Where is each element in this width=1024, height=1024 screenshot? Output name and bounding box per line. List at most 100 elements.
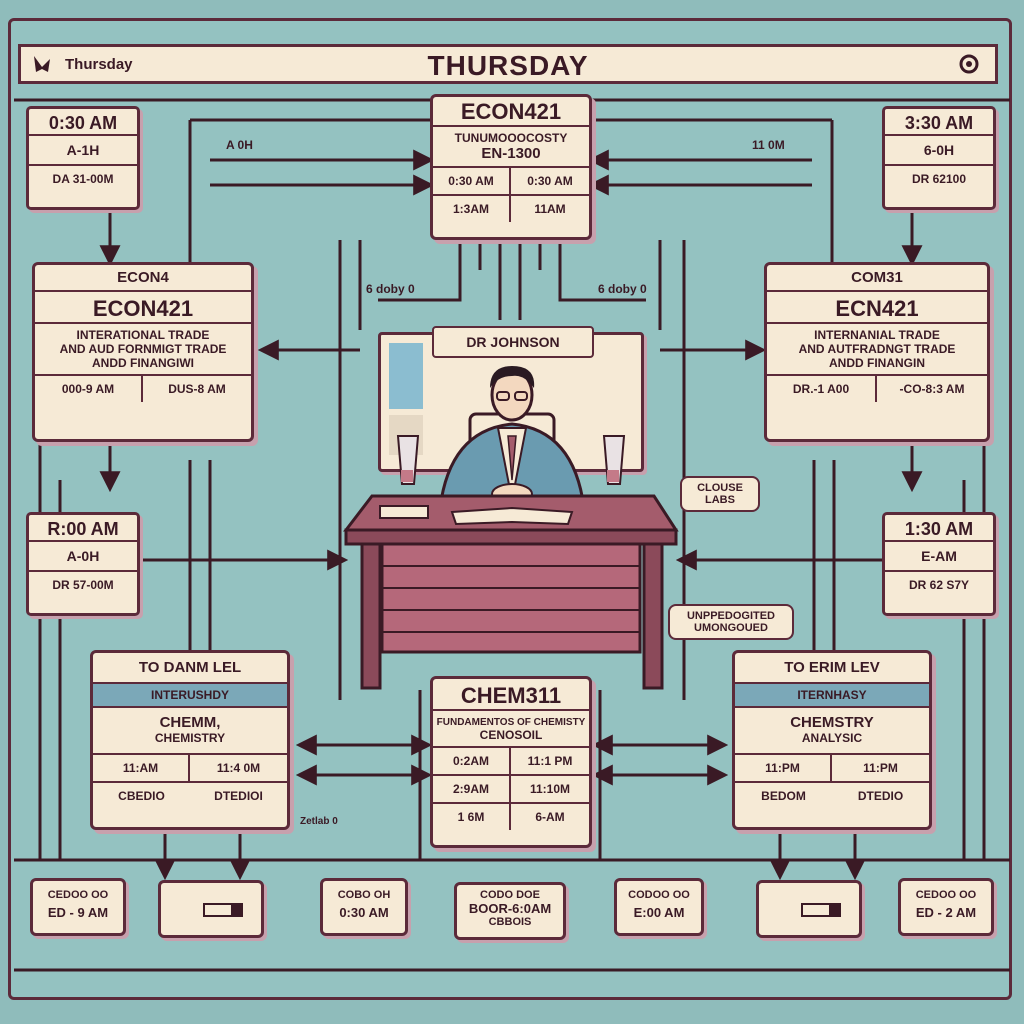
card-band: INTERUSHDY <box>93 682 287 706</box>
page-title: THURSDAY <box>427 50 589 81</box>
time-cell: -CO-8:3 AM <box>899 382 965 396</box>
time-cell: 0:30 AM <box>527 174 573 188</box>
time-cell: DUS-8 AM <box>168 382 226 396</box>
flow-label-left: 6 doby 0 <box>366 282 415 296</box>
time-cell: 0:2AM <box>433 748 511 774</box>
slot-line: CEDOO OO <box>915 889 977 901</box>
bottom-slot-7[interactable]: CEDOO OO ED - 2 AM <box>898 878 994 936</box>
course-code: CHEM311 <box>460 683 562 708</box>
lab-label-left: Zetlab 0 <box>300 816 338 827</box>
slot-line: COBO OH <box>337 889 391 901</box>
course-subtitle: FUNDAMENTOS OF CHEMISTY <box>433 709 589 728</box>
slot-line: CEDOO OO <box>47 889 109 901</box>
document-icon <box>801 903 841 917</box>
slot-time: R:00 AM <box>47 519 119 539</box>
professor-nameplate: DR JOHNSON <box>432 326 594 358</box>
course-card-chem-left[interactable]: TO DANM LEL INTERUSHDY CHEMM, CHEMISTRY … <box>90 650 290 830</box>
slot-room: DA 31-00M <box>52 172 114 186</box>
app-logo-icon <box>34 56 50 72</box>
course-code: ECN421 <box>767 290 987 322</box>
time-slot-top-left[interactable]: 0:30 AM A-1H DA 31-00M <box>26 106 140 210</box>
time-cell: 1 6M <box>433 804 511 830</box>
time-slot-mid-right[interactable]: 1:30 AM E-AM DR 62 S7Y <box>882 512 996 616</box>
slot-line: CODO DOE <box>480 889 540 901</box>
title-bar: Thursday THURSDAY <box>18 44 998 84</box>
course-card-chem-right[interactable]: TO ERIM LEV ITERNHASY CHEMSTRY ANALYSIC … <box>732 650 932 830</box>
document-icon <box>203 903 243 917</box>
slot-time: 1:30 AM <box>904 519 974 539</box>
slot-room: DR 62100 <box>911 172 967 186</box>
course-desc-line: INTERATIONAL TRADE <box>35 322 251 342</box>
course-desc-line: AND AUTFRADNGT TRADE <box>798 342 956 356</box>
footer-cell: CBEDIO <box>118 789 165 803</box>
link-label-left: A 0H <box>226 138 253 152</box>
time-cell: 2:9AM <box>433 776 511 802</box>
course-card-econ-left[interactable]: ECON4 ECON421 INTERATIONAL TRADE AND AUD… <box>32 262 254 442</box>
bottom-slot-5[interactable]: CODOO OO E:00 AM <box>614 878 704 936</box>
time-cell: 1:3AM <box>433 196 511 222</box>
time-cell: 11AM <box>534 202 566 216</box>
bottom-slot-1[interactable]: CEDOO OO ED - 9 AM <box>30 878 126 936</box>
course-title: CHEMSTRY <box>735 706 929 731</box>
time-cell: DR.-1 A00 <box>767 376 877 402</box>
course-subtitle: TUNUMOOOCOSTY <box>433 125 589 145</box>
slot-code: A-0H <box>29 540 137 572</box>
slot-line: BOOR-6:0AM <box>468 901 552 916</box>
slot-time: 3:30 AM <box>904 113 974 133</box>
course-desc-line: ANDD FINANGIWI <box>92 356 194 370</box>
course-title: CHEMM, <box>93 706 287 731</box>
course-desc-line: ANDD FINANGIN <box>829 356 925 370</box>
settings-icon[interactable] <box>959 54 979 74</box>
course-code: ECON421 <box>35 290 251 322</box>
app-name: Thursday <box>65 56 133 73</box>
flow-label-right: 6 doby 0 <box>598 282 647 296</box>
link-label-right: 11 0M <box>752 138 785 152</box>
time-cell: 11:10M <box>529 782 571 796</box>
slot-room: DR 62 S7Y <box>908 578 970 592</box>
slot-time: 0:30 AM <box>48 113 118 133</box>
card-header: ECON4 <box>117 269 169 286</box>
card-header: COM31 <box>851 269 903 286</box>
course-desc-line: INTERNANIAL TRADE <box>767 322 987 342</box>
course-subtitle: CHEMISTRY <box>154 731 226 745</box>
time-cell: 11:PM <box>863 761 898 775</box>
course-room: CENOSOIL <box>479 728 543 742</box>
time-cell: 11:4 0M <box>216 761 261 775</box>
bottom-slot-4[interactable]: CODO DOE BOOR-6:0AM CBBOIS <box>454 882 566 940</box>
slot-line: ED - 9 AM <box>47 905 109 920</box>
course-card-econ-right[interactable]: COM31 ECN421 INTERNANIAL TRADE AND AUTFR… <box>764 262 990 442</box>
slot-line: 0:30 AM <box>339 905 389 920</box>
time-cell: 000-9 AM <box>35 376 143 402</box>
slot-line: CODOO OO <box>628 889 690 901</box>
course-card-chem-center[interactable]: CHEM311 FUNDAMENTOS OF CHEMISTY CENOSOIL… <box>430 676 592 848</box>
course-subtitle: ANALYSIC <box>801 731 863 745</box>
course-desc-line: AND AUD FORNMIGT TRADE <box>59 342 227 356</box>
screen-panel <box>389 343 423 409</box>
slot-line: ED - 2 AM <box>915 905 977 920</box>
time-cell: 11:AM <box>93 755 190 781</box>
bottom-slot-2[interactable] <box>158 880 264 938</box>
time-slot-top-right[interactable]: 3:30 AM 6-0H DR 62100 <box>882 106 996 210</box>
card-header: TO DANM LEL <box>138 659 242 676</box>
bottom-slot-6[interactable] <box>756 880 862 938</box>
slot-code: 6-0H <box>885 134 993 166</box>
slot-code: E-AM <box>885 540 993 572</box>
footer-cell: BEDOM <box>761 789 806 803</box>
callout-clouse-labs: CLOUSE LABS <box>680 476 760 512</box>
time-cell: 11:1 PM <box>527 754 573 768</box>
course-code: ECON421 <box>460 99 562 124</box>
course-card-econ-top[interactable]: ECON421 TUNUMOOOCOSTY EN-1300 0:30 AM 0:3… <box>430 94 592 240</box>
time-cell: 11:PM <box>735 755 832 781</box>
time-slot-mid-left[interactable]: R:00 AM A-0H DR 57-00M <box>26 512 140 616</box>
bottom-slot-3[interactable]: COBO OH 0:30 AM <box>320 878 408 936</box>
card-header: TO ERIM LEV <box>784 659 880 676</box>
slot-code: A-1H <box>29 134 137 166</box>
callout-unprecedented: UNPPEDOGITED UMONGOUED <box>668 604 794 640</box>
time-cell: 0:30 AM <box>433 168 511 194</box>
time-cell: 6-AM <box>535 810 565 824</box>
slot-room: DR 57-00M <box>52 578 114 592</box>
slot-line: E:00 AM <box>633 905 685 920</box>
course-room: EN-1300 <box>481 145 541 162</box>
footer-cell: DTEDIOI <box>214 789 263 803</box>
